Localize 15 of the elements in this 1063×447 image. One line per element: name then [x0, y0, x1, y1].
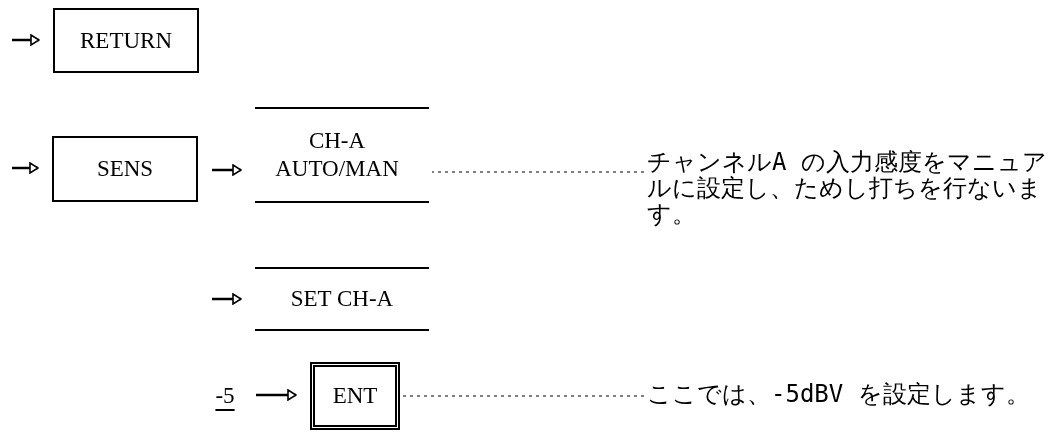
arrow: [212, 164, 242, 176]
arrow: [212, 293, 242, 305]
leader-line: [402, 395, 645, 397]
arrow: [12, 162, 39, 174]
note-text: チャンネルA の入力感度をマニュアルに設定し、ためし打ちを行ないます。: [647, 149, 1057, 231]
leader-line: [431, 171, 645, 173]
arrow: [12, 34, 40, 46]
key-box: SENS: [52, 136, 198, 202]
note-text: ここでは、-5dBV を設定します。: [647, 381, 1057, 441]
key-box: ENT: [310, 362, 400, 430]
menu-item: CH-A AUTO/MAN: [255, 107, 429, 203]
menu-item: SET CH-A: [255, 267, 429, 331]
input-value: -5: [208, 377, 242, 415]
key-box: RETURN: [53, 8, 199, 73]
arrow: [256, 389, 297, 401]
